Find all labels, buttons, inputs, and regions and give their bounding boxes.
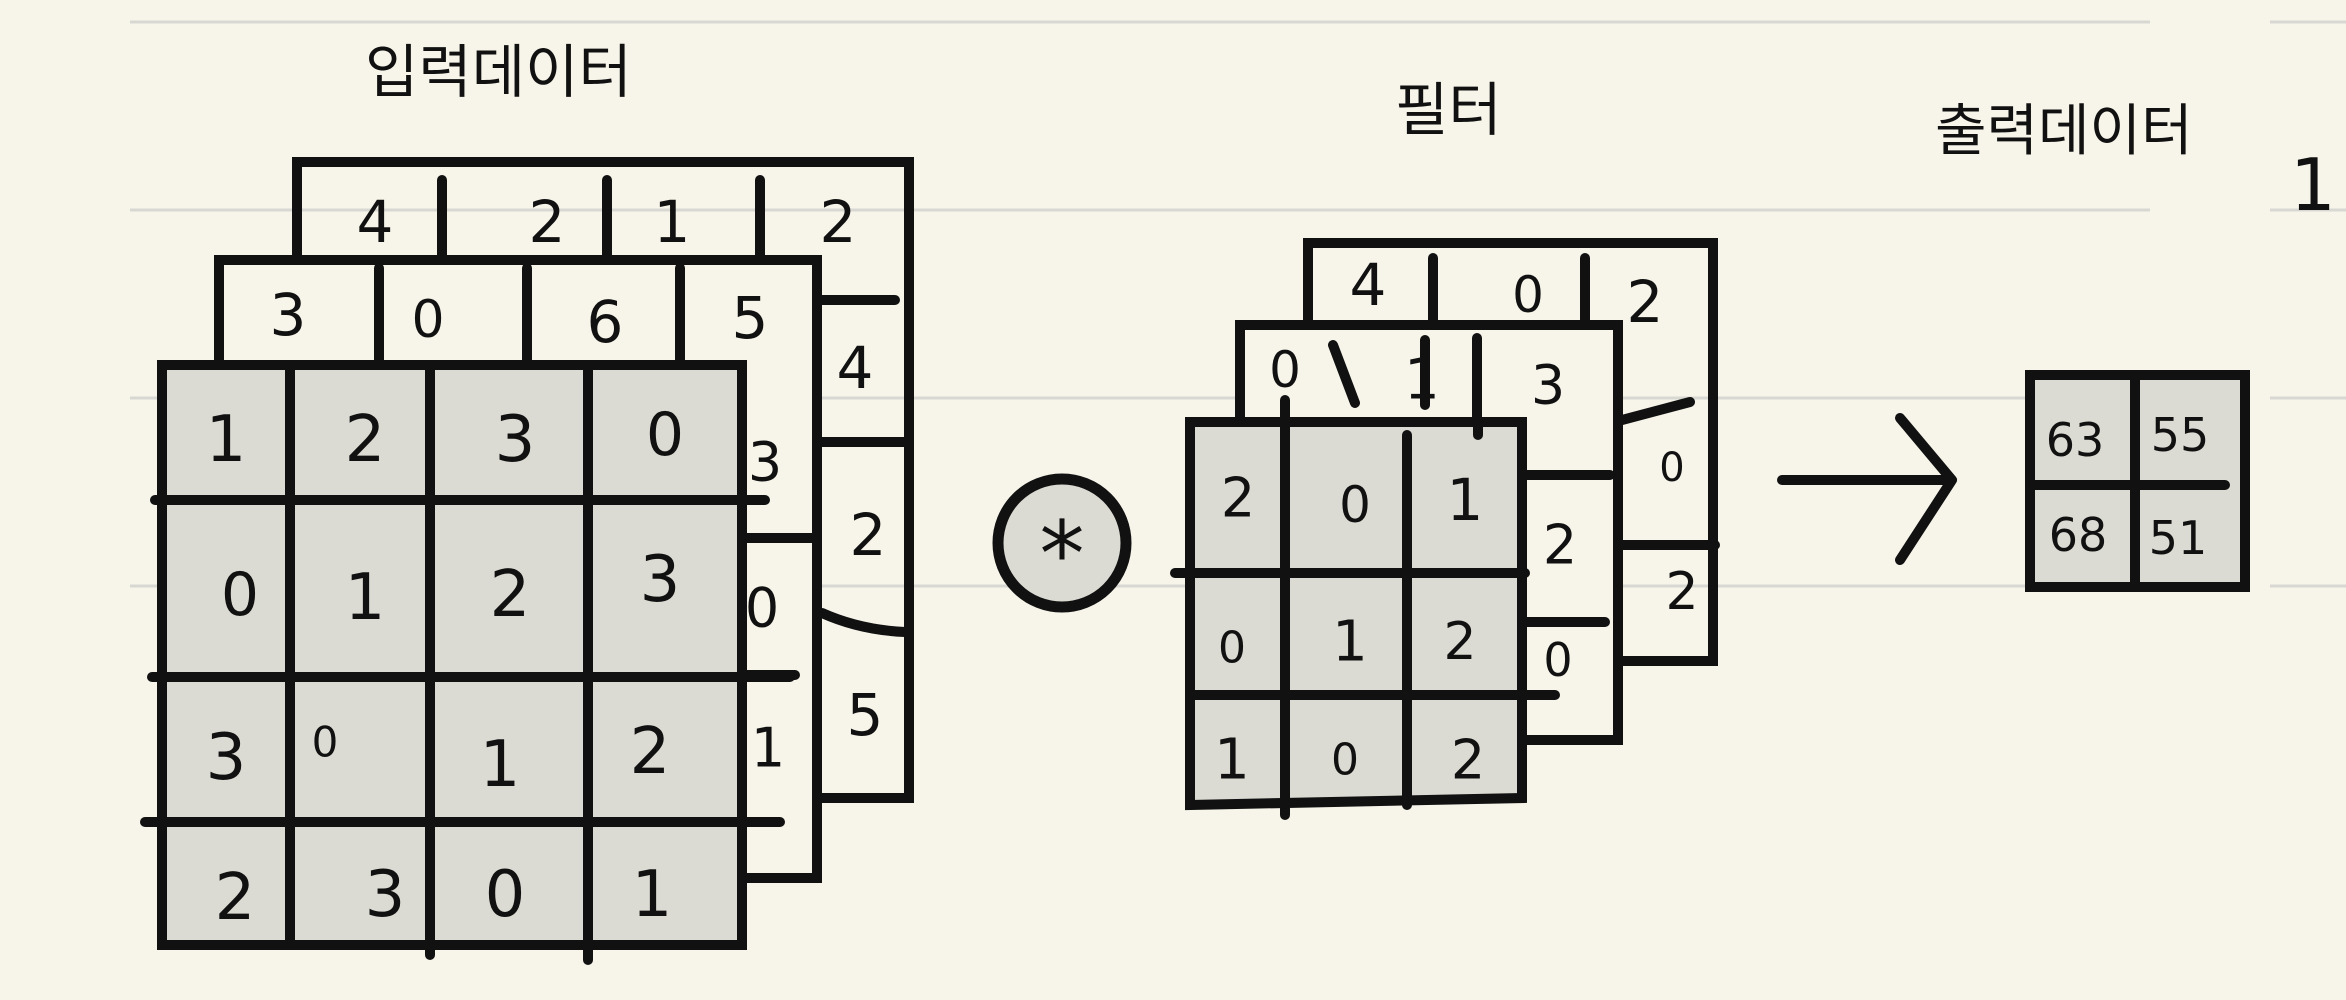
input-front-channel-values: 1 2 3 0 0 1 2 3 3 0 1 2 2 3 0 1 — [206, 400, 684, 935]
filter-middle-cell: 2 — [1543, 514, 1577, 577]
input-back-cell: 1 — [654, 188, 691, 256]
filter-middle-channel-values: 0 1 3 2 0 — [1269, 341, 1577, 687]
output-data-label: 출력데이터 — [1935, 99, 2193, 164]
filter-middle-cell: 3 — [1531, 354, 1565, 417]
input-front-channel — [140, 360, 795, 965]
filter-front-cell: 2 — [1221, 467, 1255, 530]
input-front-cell: 1 — [632, 858, 673, 932]
input-back-cell: 4 — [837, 334, 874, 402]
input-front-cell: 0 — [485, 858, 526, 932]
filter-front-channel-values: 2 0 1 0 1 2 1 0 2 — [1214, 466, 1485, 793]
filter-front-channel — [1170, 395, 1560, 820]
input-back-cell: 2 — [850, 501, 887, 569]
filter-back-channel-values: 4 0 2 0 2 — [1350, 251, 1699, 622]
filter-front-cell: 1 — [1332, 610, 1368, 675]
stray-mark: 1 — [2290, 143, 2336, 227]
input-middle-cell: 5 — [732, 284, 769, 352]
output-cell: 51 — [2149, 511, 2208, 565]
input-middle-cell: 0 — [411, 290, 444, 350]
input-middle-channel-values: 3 0 6 5 3 0 1 — [270, 281, 786, 780]
input-front-cell: 0 — [221, 560, 259, 630]
input-back-channel-values: 4 2 1 2 4 2 5 — [357, 188, 887, 749]
input-middle-cell: 3 — [748, 431, 782, 494]
input-front-cell: 1 — [345, 561, 386, 635]
filter-front-cell: 2 — [1451, 729, 1485, 792]
arrow-right-icon — [1777, 413, 1957, 565]
input-front-cell: 0 — [646, 400, 684, 470]
filter-front-cell: 0 — [1331, 735, 1359, 786]
input-middle-cell: 1 — [751, 717, 785, 780]
input-back-cell: 4 — [357, 188, 394, 256]
input-front-cell: 2 — [215, 861, 256, 935]
filter-middle-cell: 0 — [1269, 341, 1301, 399]
filter-label: 필터 — [1395, 76, 1502, 144]
filter-back-cell: 4 — [1350, 251, 1387, 319]
input-middle-cell: 6 — [587, 288, 624, 356]
filter-back-cell: 0 — [1512, 266, 1544, 324]
input-front-cell: 2 — [345, 403, 386, 477]
input-back-cell: 5 — [847, 681, 884, 749]
filter-front-cell: 0 — [1339, 476, 1371, 534]
input-back-cell: 2 — [820, 188, 857, 256]
filter-back-cell: 0 — [1659, 445, 1684, 491]
input-front-cell: 3 — [640, 543, 681, 617]
input-back-cell: 2 — [529, 188, 566, 256]
filter-back-cell: 2 — [1627, 268, 1664, 336]
output-cell: 63 — [2046, 413, 2105, 467]
input-front-cell: 1 — [480, 728, 521, 802]
input-front-cell: 1 — [206, 403, 247, 477]
filter-middle-cell: 0 — [1543, 633, 1572, 687]
filter-front-cell: 0 — [1218, 623, 1246, 674]
input-data-label: 입력데이터 — [365, 38, 632, 106]
input-front-cell: 3 — [495, 403, 536, 477]
filter-front-cell: 1 — [1214, 728, 1250, 793]
output-matrix — [2025, 370, 2250, 592]
input-middle-cell: 0 — [745, 577, 779, 640]
filter-front-cell: 2 — [1443, 612, 1476, 672]
filter-middle-cell: 1 — [1404, 348, 1440, 413]
input-front-cell: 3 — [365, 858, 406, 932]
convolution-operator-icon: * — [992, 473, 1132, 613]
filter-back-cell: 2 — [1665, 562, 1698, 622]
input-middle-cell: 3 — [270, 281, 307, 349]
filter-front-cell: 1 — [1447, 466, 1484, 534]
input-front-cell: 3 — [206, 721, 247, 795]
output-matrix-values: 63 55 68 51 — [2046, 408, 2210, 565]
input-front-cell: 2 — [630, 715, 671, 789]
input-front-cell: 0 — [312, 718, 339, 767]
operator-symbol: * — [1040, 503, 1085, 608]
input-front-cell: 2 — [490, 558, 531, 632]
output-cell: 68 — [2049, 508, 2108, 562]
output-cell: 55 — [2151, 408, 2210, 462]
